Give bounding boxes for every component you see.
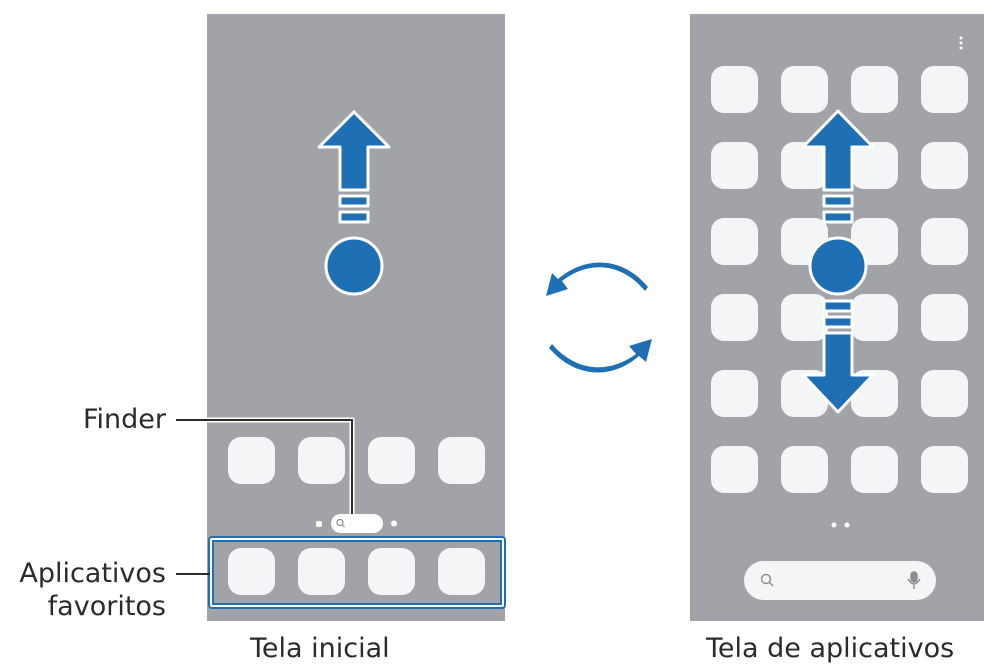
- favorite-app-tile[interactable]: [228, 548, 275, 595]
- apps-grid-tile[interactable]: [711, 66, 758, 113]
- home-app-tile[interactable]: [228, 437, 275, 484]
- kebab-menu-icon[interactable]: [959, 36, 963, 50]
- apps-grid-tile[interactable]: [711, 370, 758, 417]
- swipe-up-down-arrows: [801, 109, 875, 414]
- apps-grid-tile[interactable]: [851, 446, 898, 493]
- swipe-up-arrow: [317, 110, 391, 296]
- home-screen-caption: Tela inicial: [250, 633, 390, 664]
- finder-label: Finder: [82, 404, 166, 435]
- home-app-tile[interactable]: [368, 437, 415, 484]
- home-app-tile[interactable]: [438, 437, 485, 484]
- apps-grid-tile[interactable]: [781, 142, 828, 189]
- favorite-app-tile[interactable]: [298, 548, 345, 595]
- apps-grid-tile[interactable]: [921, 446, 968, 493]
- search-icon: [336, 518, 344, 527]
- favorite-app-tile[interactable]: [368, 548, 415, 595]
- apps-grid-tile[interactable]: [781, 66, 828, 113]
- favorite-app-tile[interactable]: [438, 548, 485, 595]
- page-indicator: [831, 522, 850, 528]
- rotate-arrows-icon: [546, 262, 652, 373]
- apps-grid-tile[interactable]: [711, 218, 758, 265]
- favorites-label-line2: favoritos: [47, 591, 166, 622]
- apps-grid-tile[interactable]: [781, 294, 828, 341]
- search-icon: [760, 573, 772, 585]
- apps-screen-caption: Tela de aplicativos: [706, 633, 955, 664]
- favorites-label-line1: Aplicativos: [19, 558, 166, 589]
- apps-grid-tile[interactable]: [851, 66, 898, 113]
- apps-grid-tile[interactable]: [711, 294, 758, 341]
- apps-grid-tile[interactable]: [851, 142, 898, 189]
- finder-bar[interactable]: [316, 514, 397, 533]
- apps-grid-tile[interactable]: [851, 294, 898, 341]
- favorites-label: Aplicativos favoritos: [0, 557, 166, 623]
- microphone-icon: [907, 571, 921, 589]
- apps-grid-tile[interactable]: [781, 446, 828, 493]
- apps-grid-tile[interactable]: [711, 142, 758, 189]
- apps-grid-tile[interactable]: [921, 294, 968, 341]
- apps-grid-tile[interactable]: [711, 446, 758, 493]
- home-app-tile[interactable]: [298, 437, 345, 484]
- apps-grid-tile[interactable]: [921, 218, 968, 265]
- apps-grid-tile[interactable]: [921, 370, 968, 417]
- apps-grid-tile[interactable]: [921, 142, 968, 189]
- favorites-highlight: [210, 538, 504, 607]
- apps-search-bar[interactable]: [744, 561, 936, 600]
- apps-grid-tile[interactable]: [921, 66, 968, 113]
